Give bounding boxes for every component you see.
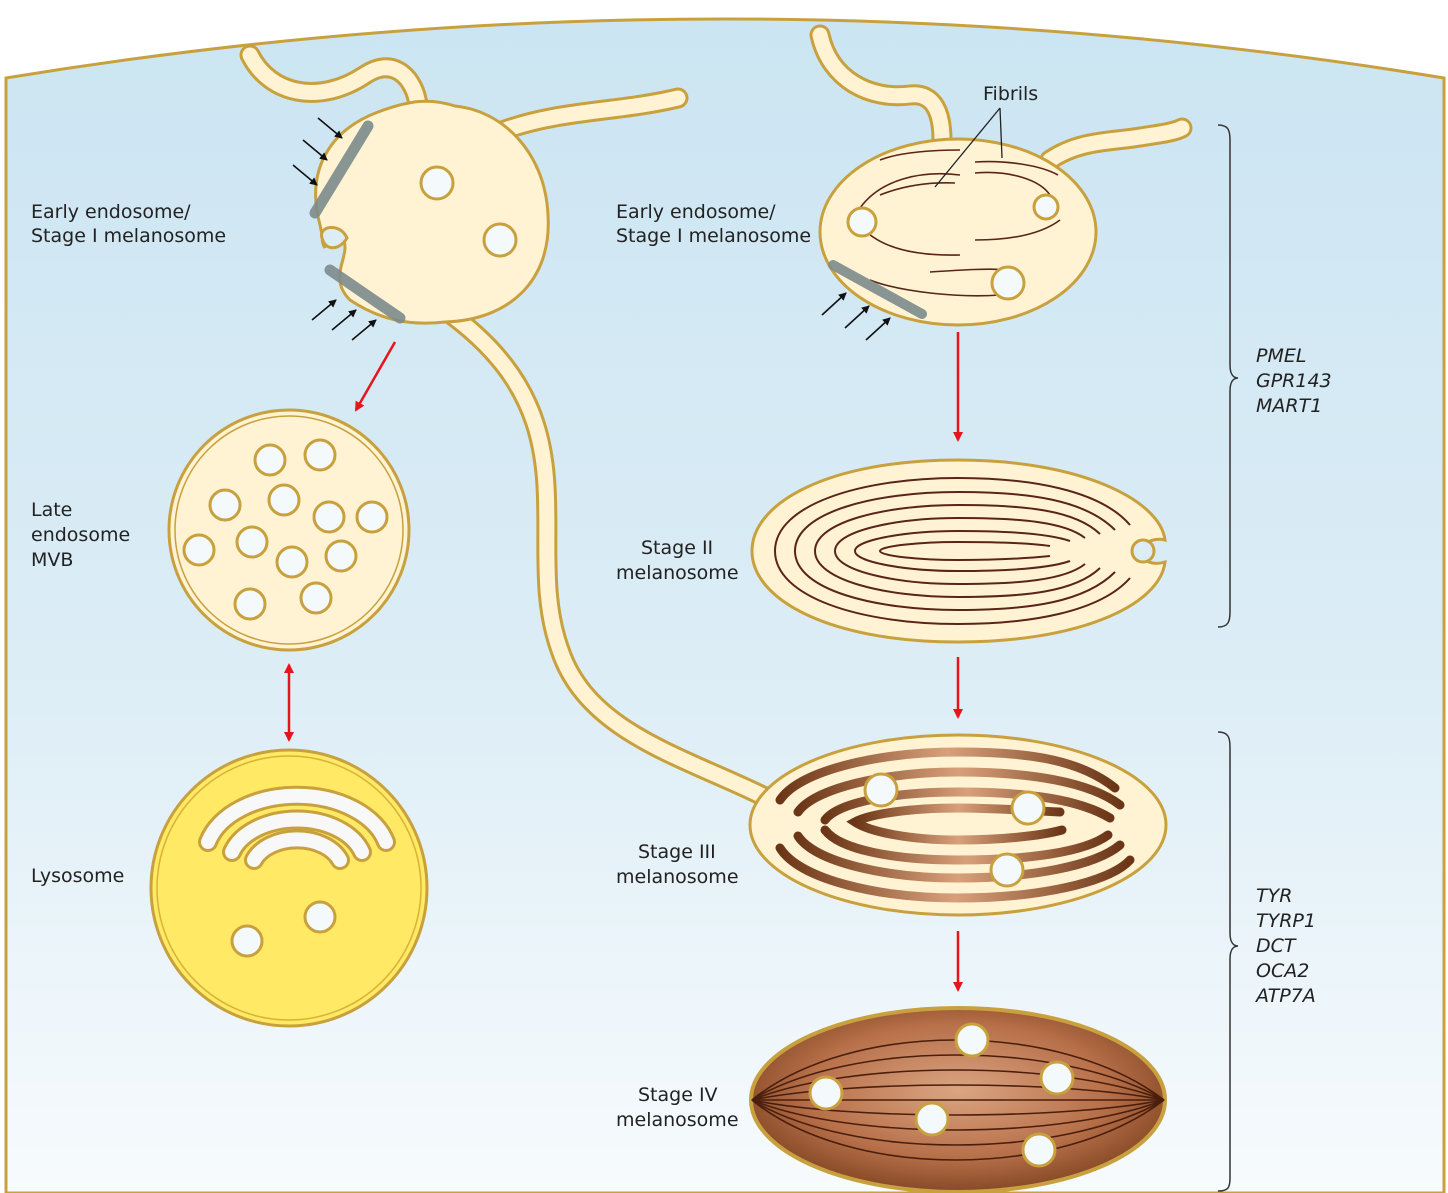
gene-tyr: TYR: [1256, 885, 1292, 907]
gene-oca2: OCA2: [1256, 960, 1309, 982]
label-lysosome: Lysosome: [31, 865, 124, 887]
label-late-endosome-3: MVB: [31, 549, 73, 571]
gene-gpr143: GPR143: [1256, 370, 1332, 392]
label-stage4-2: melanosome: [616, 1109, 739, 1131]
label-late-endosome-1: Late: [31, 499, 72, 521]
label-early-endosome-right-2: Stage I melanosome: [616, 225, 811, 247]
stage-iii-melanosome: [750, 735, 1166, 915]
gene-atp7a: ATP7A: [1254, 985, 1316, 1007]
label-early-endosome-left-1: Early endosome/: [31, 201, 191, 223]
lysosome: [151, 750, 427, 1026]
label-stage2-1: Stage II: [641, 537, 713, 559]
label-late-endosome-2: endosome: [31, 524, 130, 546]
stage-ii-melanosome: [752, 460, 1165, 642]
label-fibrils: Fibrils: [983, 83, 1038, 105]
late-endosome-mvb: [169, 410, 409, 650]
label-stage3-1: Stage III: [638, 841, 716, 863]
gene-pmel: PMEL: [1256, 345, 1306, 367]
stage-iv-melanosome: [751, 1008, 1165, 1192]
label-stage4-1: Stage IV: [638, 1084, 718, 1106]
gene-dct: DCT: [1256, 935, 1297, 957]
gene-tyrp1: TYRP1: [1256, 910, 1316, 932]
label-stage3-2: melanosome: [616, 866, 739, 888]
gene-mart1: MART1: [1256, 395, 1322, 417]
label-early-endosome-left-2: Stage I melanosome: [31, 225, 226, 247]
label-stage2-2: melanosome: [616, 562, 739, 584]
label-early-endosome-right-1: Early endosome/: [616, 201, 776, 223]
